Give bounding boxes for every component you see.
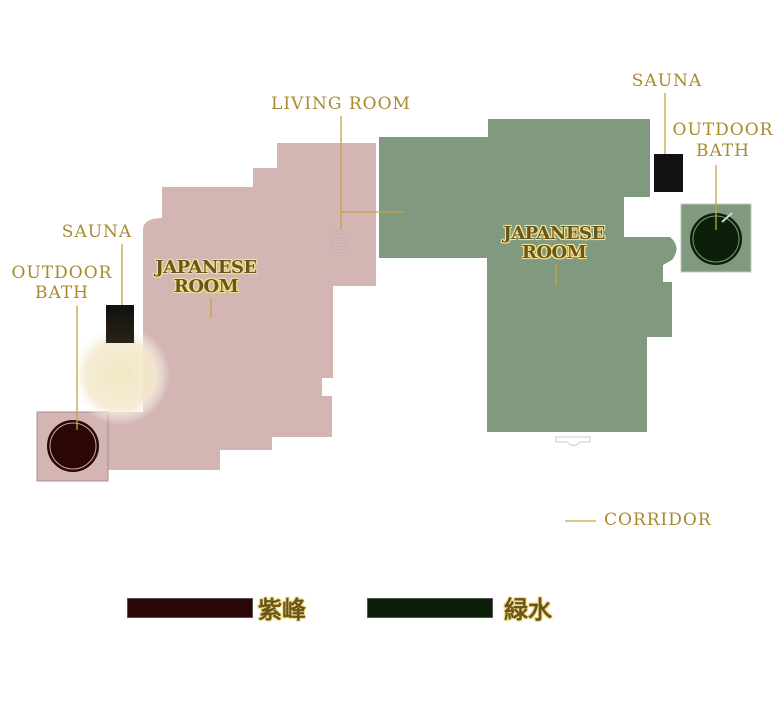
sauna-right-label: SAUNA: [631, 71, 703, 91]
japanese-room-left-label-line2: ROOM: [173, 276, 239, 297]
legend-name-shiho: 紫峰: [258, 595, 306, 624]
outdoor-bath-right-label-line2: BATH: [695, 141, 750, 161]
legend-swatch-shiho: [127, 598, 253, 618]
japanese-room-right-label-line1: JAPANESE: [503, 223, 605, 244]
living-room-marker-right: [409, 198, 427, 223]
sauna-left: [106, 305, 134, 343]
living-room-marker-left: [330, 229, 348, 254]
ryokusui-unit: [379, 119, 752, 446]
corridor-step: [555, 436, 591, 446]
corridor-label: CORRIDOR: [604, 510, 712, 530]
sauna-right: [654, 154, 683, 192]
shion-room-area: [108, 143, 376, 470]
leader-lines: [76, 93, 717, 522]
outdoor-bath-left-label-line2: BATH: [34, 283, 89, 303]
outdoor-bath-right-label-line1: OUTDOOR: [672, 120, 774, 140]
outdoor-bath-left-label-line1: OUTDOOR: [11, 263, 113, 283]
shion-unit: [36, 143, 376, 482]
ryokusui-room-area: [379, 119, 677, 432]
legend-name-ryokusui: 緑水: [504, 595, 552, 624]
japanese-room-right-label-line2: ROOM: [521, 242, 587, 263]
legend-swatch-ryokusui: [367, 598, 493, 618]
outdoor-bath-right-spout: [721, 212, 733, 223]
sauna-left-label: SAUNA: [61, 222, 133, 242]
living-room-label: LIVING ROOM: [271, 94, 411, 114]
japanese-room-left-label-line1: JAPANESE: [155, 257, 257, 278]
outdoor-bath-left-tub: [45, 418, 101, 474]
